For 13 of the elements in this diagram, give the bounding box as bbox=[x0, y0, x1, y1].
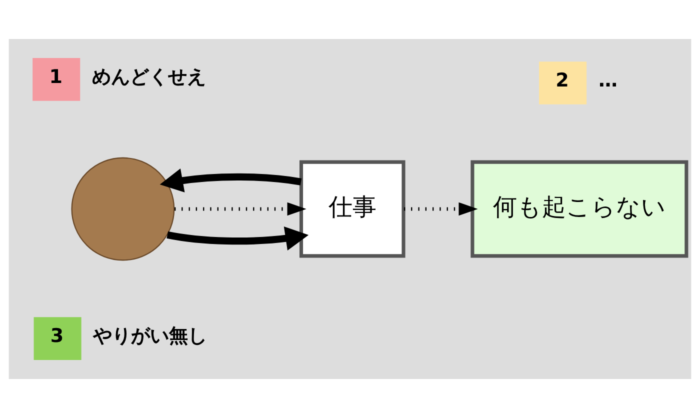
node-box: 2 bbox=[539, 61, 587, 104]
node-box: 3 bbox=[34, 316, 82, 360]
node-label: めんどくせえ bbox=[92, 65, 206, 88]
arrow bbox=[160, 168, 302, 192]
arrow bbox=[174, 202, 306, 216]
arrow bbox=[166, 226, 309, 250]
node-label: やりがい無し bbox=[93, 324, 208, 346]
node-box: 仕事 bbox=[299, 160, 406, 258]
node-box: 何も起こらない bbox=[470, 160, 688, 258]
node-circle bbox=[71, 156, 175, 260]
node-box: 1 bbox=[32, 58, 80, 100]
arrow bbox=[404, 202, 478, 216]
node-label: … bbox=[598, 68, 618, 91]
